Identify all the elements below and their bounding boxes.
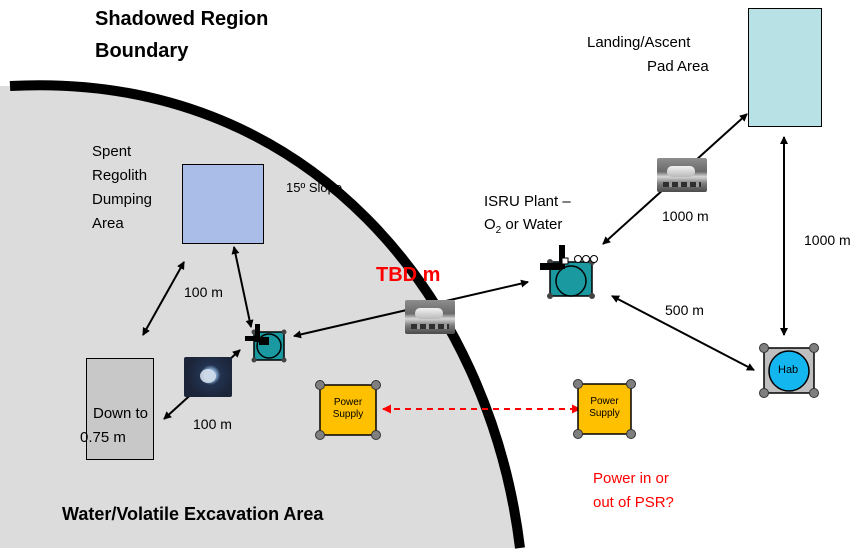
power-supply-in-psr-label: Power Supply — [320, 397, 376, 421]
isru-label-line2: O2 or Water — [484, 216, 562, 236]
spent-regolith-label-line3: Dumping — [92, 191, 153, 208]
hab-label: Hab — [778, 364, 799, 376]
distance-isru-to-hab: 500 m — [665, 302, 704, 318]
slope-label: 15º Slope — [286, 180, 343, 195]
tbd-distance-label: TBD m — [376, 264, 441, 286]
power-supply-out-of-psr-label: Power Supply — [578, 396, 631, 420]
distance-pad-to-hab: 1000 m — [804, 232, 851, 248]
power-supply-in-psr-label-line2: Supply — [332, 409, 364, 420]
shadowed-region-title-line1: Shadowed Region — [95, 8, 269, 30]
isru-label-subscript: 2 — [495, 225, 502, 236]
power-question-line2: out of PSR? — [593, 494, 674, 511]
power-supply-out-of-psr — [573, 379, 636, 439]
landing-pad-label-line1: Landing/Ascent — [587, 34, 691, 51]
landing-ascent-pad-area — [748, 8, 822, 127]
excavator-robot-icon — [184, 357, 232, 397]
distance-pit-to-excavator: 100 m — [193, 416, 232, 432]
power-question-line1: Power in or — [593, 470, 669, 487]
hab-unit — [759, 343, 819, 398]
spent-regolith-label-line2: Regolith — [92, 167, 148, 184]
distance-spent-to-pit: 100 m — [184, 284, 223, 300]
excavator-unit — [245, 324, 287, 363]
rover-vehicle-icon — [657, 158, 707, 192]
power-supply-in-psr-label-line1: Power — [333, 397, 363, 408]
arrow-spent-to-pit — [142, 261, 185, 336]
excavation-pit-label-line2: 0.75 m — [80, 429, 126, 446]
power-supply-out-of-psr-label-line1: Power — [590, 396, 619, 407]
hauler-vehicle-icon — [405, 300, 455, 334]
excavation-pit — [86, 358, 154, 460]
shadowed-region-title-line2: Boundary — [95, 40, 189, 62]
isru-label-line1: ISRU Plant – — [484, 193, 571, 210]
isru-label-o: O — [484, 216, 496, 233]
arrow-spent-to-excavator — [231, 246, 254, 328]
shadowed-region-boundary — [9, 80, 525, 549]
power-supply-in-psr — [315, 380, 381, 440]
excavation-pit-label-line1: Down to — [93, 405, 149, 422]
excavation-area-label: Water/Volatile Excavation Area — [62, 504, 324, 524]
distance-pad-to-isru: 1000 m — [662, 208, 709, 224]
spent-regolith-dumping-area — [182, 164, 264, 244]
isru-plant-unit — [540, 245, 598, 299]
power-supply-out-of-psr-label-line2: Supply — [589, 408, 620, 419]
spent-regolith-label-line4: Area — [92, 215, 124, 232]
spent-regolith-label-line1: Spent — [92, 143, 132, 160]
landing-pad-label-line2: Pad Area — [647, 58, 709, 75]
isru-label-rest: or Water — [501, 216, 563, 233]
arrow-isru-to-hab — [611, 295, 755, 371]
